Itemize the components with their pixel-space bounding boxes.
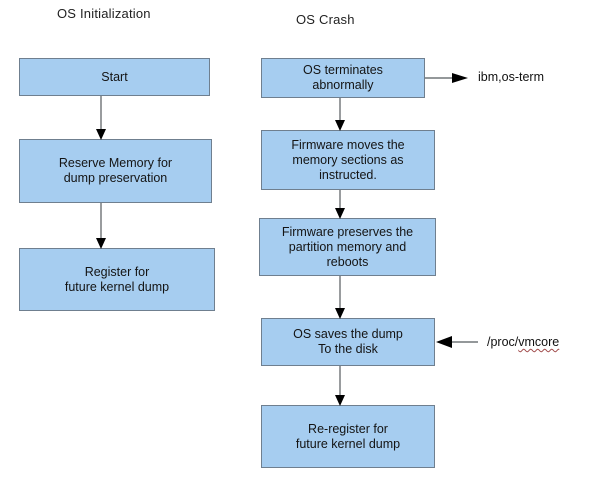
annotation-proc-vmcore: /proc/vmcore: [487, 335, 559, 349]
node-re-register[interactable]: Re-register for future kernel dump: [261, 405, 435, 468]
column-heading-os-initialization: OS Initialization: [57, 6, 151, 21]
connector-os-terminates-to-ibm-os-term: [425, 73, 468, 83]
annotation-ibm-os-term: ibm,os-term: [478, 70, 544, 84]
column-heading-os-crash: OS Crash: [296, 12, 355, 27]
connector-firmware-preserves-to-os-saves-dump: [335, 276, 345, 319]
connector-reserve-memory-to-register: [96, 203, 106, 249]
node-reserve-memory[interactable]: Reserve Memory for dump preservation: [19, 139, 212, 203]
node-firmware-preserves[interactable]: Firmware preserves the partition memory …: [259, 218, 436, 276]
connector-os-saves-dump-to-re-register: [335, 366, 345, 406]
connector-firmware-moves-to-firmware-preserves: [335, 190, 345, 219]
node-os-saves-dump[interactable]: OS saves the dump To the disk: [261, 318, 435, 366]
annotation-proc-vmcore-prefix: /proc/: [487, 335, 519, 349]
node-register-dump-label: Register for future kernel dump: [64, 264, 170, 294]
node-os-saves-dump-label: OS saves the dump To the disk: [293, 327, 403, 356]
node-start-label: Start: [101, 69, 128, 84]
annotation-proc-vmcore-spellcheck-word: vmcore: [518, 335, 560, 349]
node-firmware-moves[interactable]: Firmware moves the memory sections as in…: [261, 130, 435, 190]
node-start[interactable]: Start: [19, 58, 210, 96]
node-firmware-preserves-label: Firmware preserves the partition memory …: [281, 224, 414, 269]
node-reserve-memory-label: Reserve Memory for dump preservation: [58, 156, 173, 185]
node-os-terminates-label: OS terminates abnormally: [303, 63, 383, 92]
connector-proc-vmcore-to-os-saves-dump: [436, 336, 478, 348]
node-firmware-moves-label: Firmware moves the memory sections as in…: [291, 137, 405, 182]
node-register-dump[interactable]: Register for future kernel dump: [19, 248, 215, 311]
node-re-register-label: Re-register for future kernel dump: [295, 421, 401, 451]
node-os-terminates[interactable]: OS terminates abnormally: [261, 58, 425, 98]
connector-os-terminates-to-firmware-moves: [335, 98, 345, 131]
connector-start-to-reserve-memory: [96, 96, 106, 140]
